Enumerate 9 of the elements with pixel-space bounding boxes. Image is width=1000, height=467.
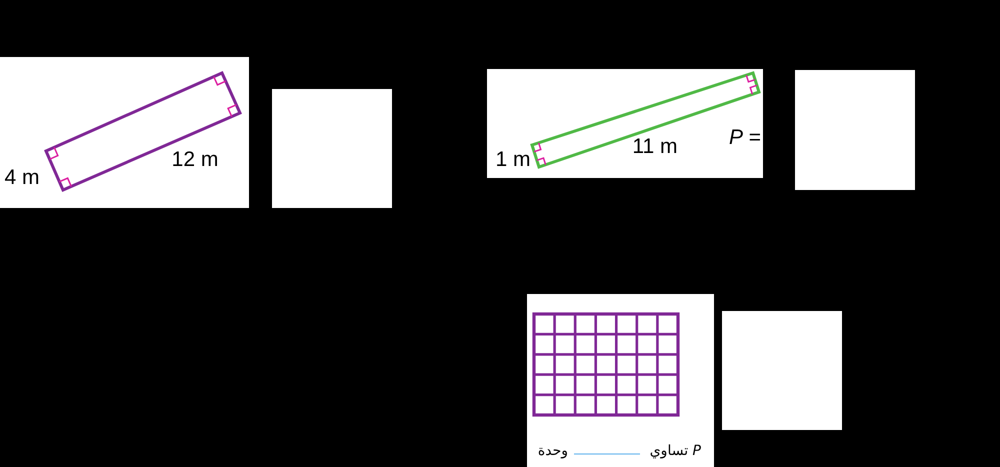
dimension-label: 1 m (495, 149, 530, 171)
answer-box (272, 89, 392, 208)
worksheet-text: وحدة (538, 443, 568, 459)
answer-box (795, 70, 915, 190)
dimension-label: 11 m (632, 136, 678, 158)
dimension-label: P = (728, 127, 762, 149)
dimension-label: 4 m (4, 167, 40, 189)
answer-box (722, 311, 842, 430)
dimension-label: 12 m (172, 149, 218, 171)
